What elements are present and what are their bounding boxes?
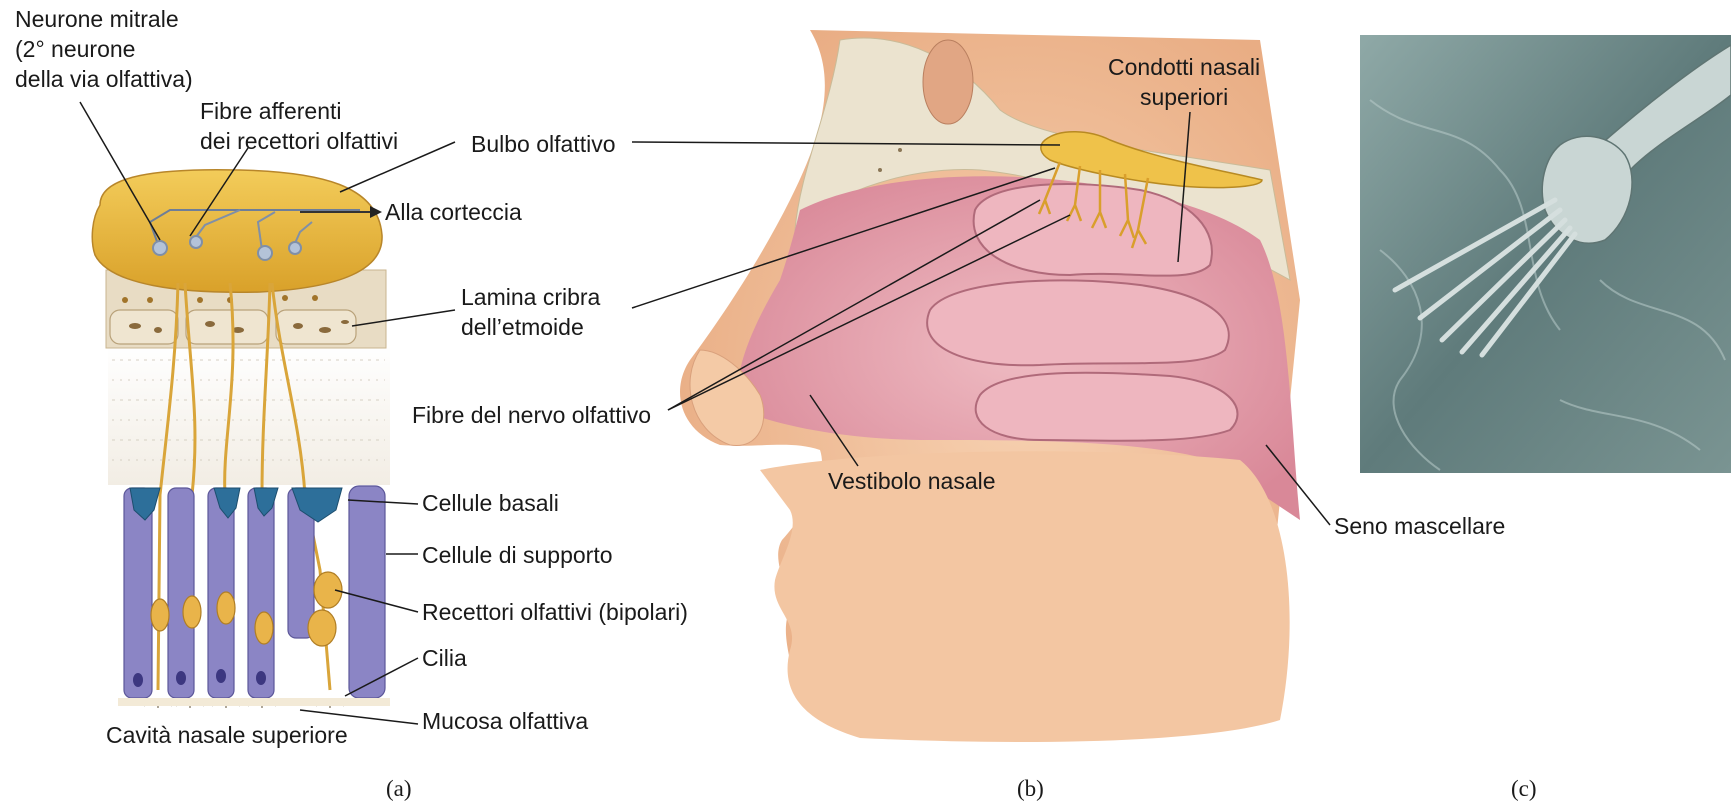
basal-cells [130, 488, 342, 522]
supporting-nuclei [133, 669, 266, 687]
label-cilia: Cilia [422, 643, 467, 673]
label-olfactory-bulb: Bulbo olfattivo [471, 129, 615, 159]
mucus-layer [118, 698, 390, 706]
lamina-propria [108, 345, 390, 485]
label-superior-nasal-ducts: Condotti nasali superiori [1108, 52, 1260, 112]
label-maxillary-sinus: Seno mascellare [1334, 511, 1505, 541]
label-olfactory-mucosa: Mucosa olfattiva [422, 706, 588, 736]
label-afferent-fibers: Fibre afferenti dei recettori olfattivi [200, 96, 398, 156]
label-to-cortex: Alla corteccia [385, 197, 522, 227]
caption-c: (c) [1511, 776, 1537, 802]
label-superior-nasal-cavity: Cavità nasale superiore [106, 720, 348, 750]
label-basal-cells: Cellule basali [422, 488, 559, 518]
olfactory-bulb-shape [92, 170, 382, 293]
label-supporting-cells: Cellule di supporto [422, 540, 613, 570]
supporting-cells [124, 486, 385, 698]
label-olfactory-nerve-fibers: Fibre del nervo olfattivo [412, 400, 651, 430]
panel-c [1360, 35, 1731, 473]
panel-b [632, 30, 1330, 742]
panel-a [80, 102, 455, 724]
label-olfactory-receptors: Recettori olfattivi (bipolari) [422, 597, 688, 627]
label-mitral-neuron: Neurone mitrale (2° neurone della via ol… [15, 4, 193, 94]
label-nasal-vestibule: Vestibolo nasale [828, 466, 996, 496]
caption-a: (a) [386, 776, 412, 802]
caption-b: (b) [1017, 776, 1044, 802]
label-cribriform-plate: Lamina cribra dell’etmoide [461, 282, 600, 342]
frontal-sinus [923, 40, 973, 124]
